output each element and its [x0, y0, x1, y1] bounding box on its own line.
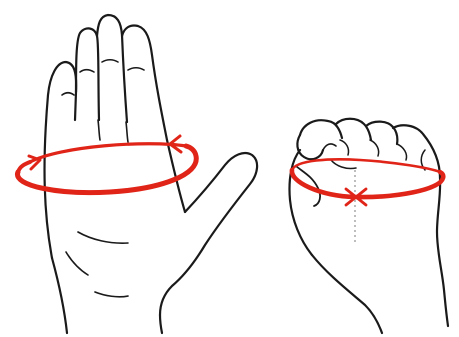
- fist-band-back-arc: [292, 159, 440, 172]
- little-finger-crease: [62, 93, 74, 95]
- fist-wrist-left-edge: [312, 255, 382, 333]
- fist-fold-2: [370, 140, 379, 156]
- ring-finger-outline: [76, 28, 99, 120]
- heel-crease: [66, 252, 88, 275]
- fist-fold-1: [340, 140, 349, 155]
- forearm-right-edge: [160, 315, 162, 333]
- middle-finger-crease: [102, 60, 118, 62]
- palm-band-back-arc: [30, 144, 186, 162]
- middle-finger-outline: [97, 15, 127, 122]
- closed-fist-icon: [289, 119, 448, 333]
- forearm-left-edge: [52, 258, 67, 333]
- finger-gap-2: [126, 122, 128, 142]
- little-finger-outline: [45, 62, 77, 258]
- fist-fold-3: [397, 144, 407, 160]
- index-finger-outline: [122, 25, 167, 140]
- ring-finger-crease: [80, 70, 94, 72]
- palm-crease: [78, 232, 128, 243]
- fist-curl-detail: [323, 144, 336, 150]
- palm-band-left-curl: [18, 162, 30, 172]
- fist-right-edge: [437, 178, 448, 326]
- index-finger-crease: [128, 68, 144, 70]
- open-palm-hand-icon: [45, 15, 258, 333]
- wrist-crease: [95, 292, 128, 297]
- fist-thumb-side: [289, 150, 312, 255]
- fist-curled-fingertip: [297, 135, 323, 159]
- finger-gap-1: [98, 120, 100, 140]
- fist-fold-5: [331, 160, 356, 169]
